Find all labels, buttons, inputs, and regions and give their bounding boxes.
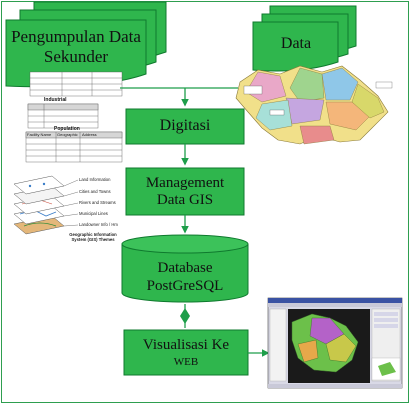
bidirectional-connector: [180, 304, 190, 328]
source-box-label: Pengumpulan Data Sekunder: [11, 27, 141, 66]
web-visualization-box: [123, 329, 249, 376]
web-label-line1: Visualisasi Ke: [142, 337, 230, 354]
gis-layer-label: Rivers and Streams: [79, 200, 116, 205]
web-screenshot-illustration: [267, 297, 403, 389]
sample-data-tables: [25, 71, 123, 163]
region-map-illustration: [235, 65, 393, 145]
management-box: [125, 167, 245, 216]
population-table-header: Population: [54, 126, 80, 132]
industrial-table-header: Industrial: [44, 97, 67, 103]
gis-layer-label: Land Information: [79, 177, 111, 182]
population-col-3: Address: [82, 132, 97, 137]
data-document-stack: [252, 5, 357, 72]
web-label-line2: WEB: [173, 355, 199, 368]
source-document-stack: [5, 1, 167, 88]
data-box-label: Data: [280, 34, 312, 52]
gis-layer-label: Municipal Lines: [79, 211, 108, 216]
management-label: Management Data GIS: [145, 174, 225, 208]
database-label-line1: Database: [157, 260, 213, 277]
gis-layer-label: Landowner Info / Hm: [79, 222, 118, 227]
gis-layers-illustration: [13, 175, 79, 235]
database-label-line2: PostGreSQL: [146, 278, 224, 295]
flow-connectors: [120, 87, 270, 357]
population-col-1: Facility Name: [27, 132, 52, 137]
gis-layer-label: Cities and Towns: [79, 189, 111, 194]
digitize-label: Digitasi: [159, 117, 211, 135]
gis-themes-caption: Geographic Information System (GIS) Them…: [69, 232, 117, 243]
database-cylinder: [121, 234, 249, 303]
population-col-2: Geographic: [57, 132, 78, 137]
